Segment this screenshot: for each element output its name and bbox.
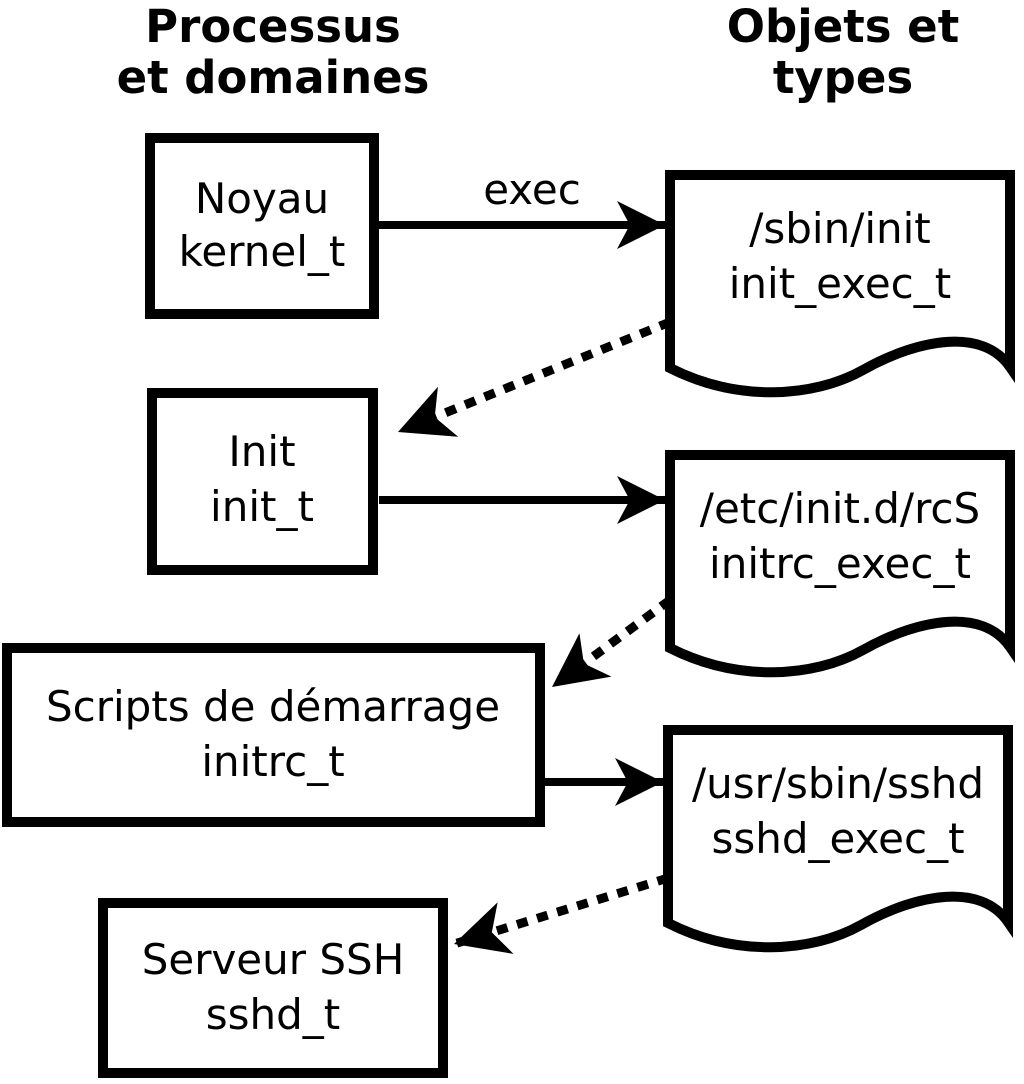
- process-box-kernel: [145, 133, 379, 319]
- process-type-initrc: initrc_t: [201, 737, 344, 786]
- process-box-init: [147, 388, 378, 575]
- object-node-init-exec: /sbin/init init_exec_t: [665, 170, 1015, 398]
- column-header-objects: Objets et types: [727, 0, 959, 104]
- process-type-kernel: kernel_t: [179, 227, 346, 276]
- object-type-init-exec: init_exec_t: [729, 259, 952, 308]
- edge-init-exec-to-init: [396, 317, 672, 437]
- document-shape-init-exec: [665, 170, 1015, 398]
- document-shape-sshd-exec: [663, 725, 1013, 953]
- process-type-init: init_t: [210, 482, 314, 531]
- process-node-kernel: Noyau kernel_t: [145, 133, 379, 319]
- process-name-init: Init: [228, 427, 295, 476]
- header-objects-line2: types: [773, 51, 913, 104]
- edge-kernel-to-init-exec: exec: [379, 165, 665, 249]
- object-path-initrc-exec: /etc/init.d/rcS: [700, 484, 980, 533]
- edge-label-exec: exec: [483, 165, 581, 214]
- object-type-initrc-exec: initrc_exec_t: [709, 539, 971, 588]
- process-name-kernel: Noyau: [195, 174, 329, 223]
- document-shape-initrc-exec: [665, 450, 1015, 678]
- header-objects-line1: Objets et: [727, 0, 959, 53]
- process-node-initrc: Scripts de démarrage initrc_t: [2, 643, 545, 827]
- column-header-processes: Processus et domaines: [117, 0, 430, 104]
- edge-sshd-exec-to-sshd: [452, 873, 670, 954]
- header-processes-line1: Processus: [145, 0, 401, 53]
- object-type-sshd-exec: sshd_exec_t: [711, 814, 964, 863]
- edge-initrc-exec-to-initrc: [549, 596, 673, 691]
- process-node-init: Init init_t: [147, 388, 378, 575]
- process-node-sshd: Serveur SSH sshd_t: [98, 898, 448, 1078]
- object-node-sshd-exec: /usr/sbin/sshd sshd_exec_t: [663, 725, 1013, 953]
- process-box-sshd: [98, 898, 448, 1078]
- object-path-init-exec: /sbin/init: [749, 204, 931, 253]
- process-name-sshd: Serveur SSH: [142, 935, 405, 984]
- process-type-sshd: sshd_t: [206, 990, 341, 1039]
- process-name-initrc: Scripts de démarrage: [46, 682, 500, 731]
- object-node-initrc-exec: /etc/init.d/rcS initrc_exec_t: [665, 450, 1015, 678]
- process-box-initrc: [2, 643, 545, 827]
- object-path-sshd-exec: /usr/sbin/sshd: [692, 759, 984, 808]
- header-processes-line2: et domaines: [117, 51, 430, 104]
